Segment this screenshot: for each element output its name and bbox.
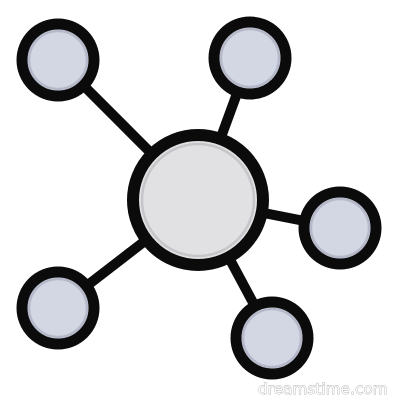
node-top-left-inner-ring [27,29,89,91]
node-bottom-right-circle [230,296,314,380]
nodes [16,16,382,380]
watermark-text: dreamstime.com [258,380,388,398]
node-top-right-outline [208,16,292,100]
node-top-left-circle [16,18,100,102]
node-top-right-inner-ring [219,27,281,89]
node-bottom-right-outline [230,296,314,380]
node-bottom-left-inner-ring [27,277,89,339]
node-right-inner-ring [309,197,371,259]
node-right-circle [298,186,382,270]
node-bottom-right-inner-ring [241,307,303,369]
node-bottom-left-outline [16,266,100,350]
hub-circle [127,129,269,271]
node-right-outline [298,186,382,270]
node-top-right-circle [208,16,292,100]
node-top-left-outline [16,18,100,102]
hub-inner-ring [140,142,256,258]
node-bottom-left-circle [16,266,100,350]
hub-outline [127,129,269,271]
